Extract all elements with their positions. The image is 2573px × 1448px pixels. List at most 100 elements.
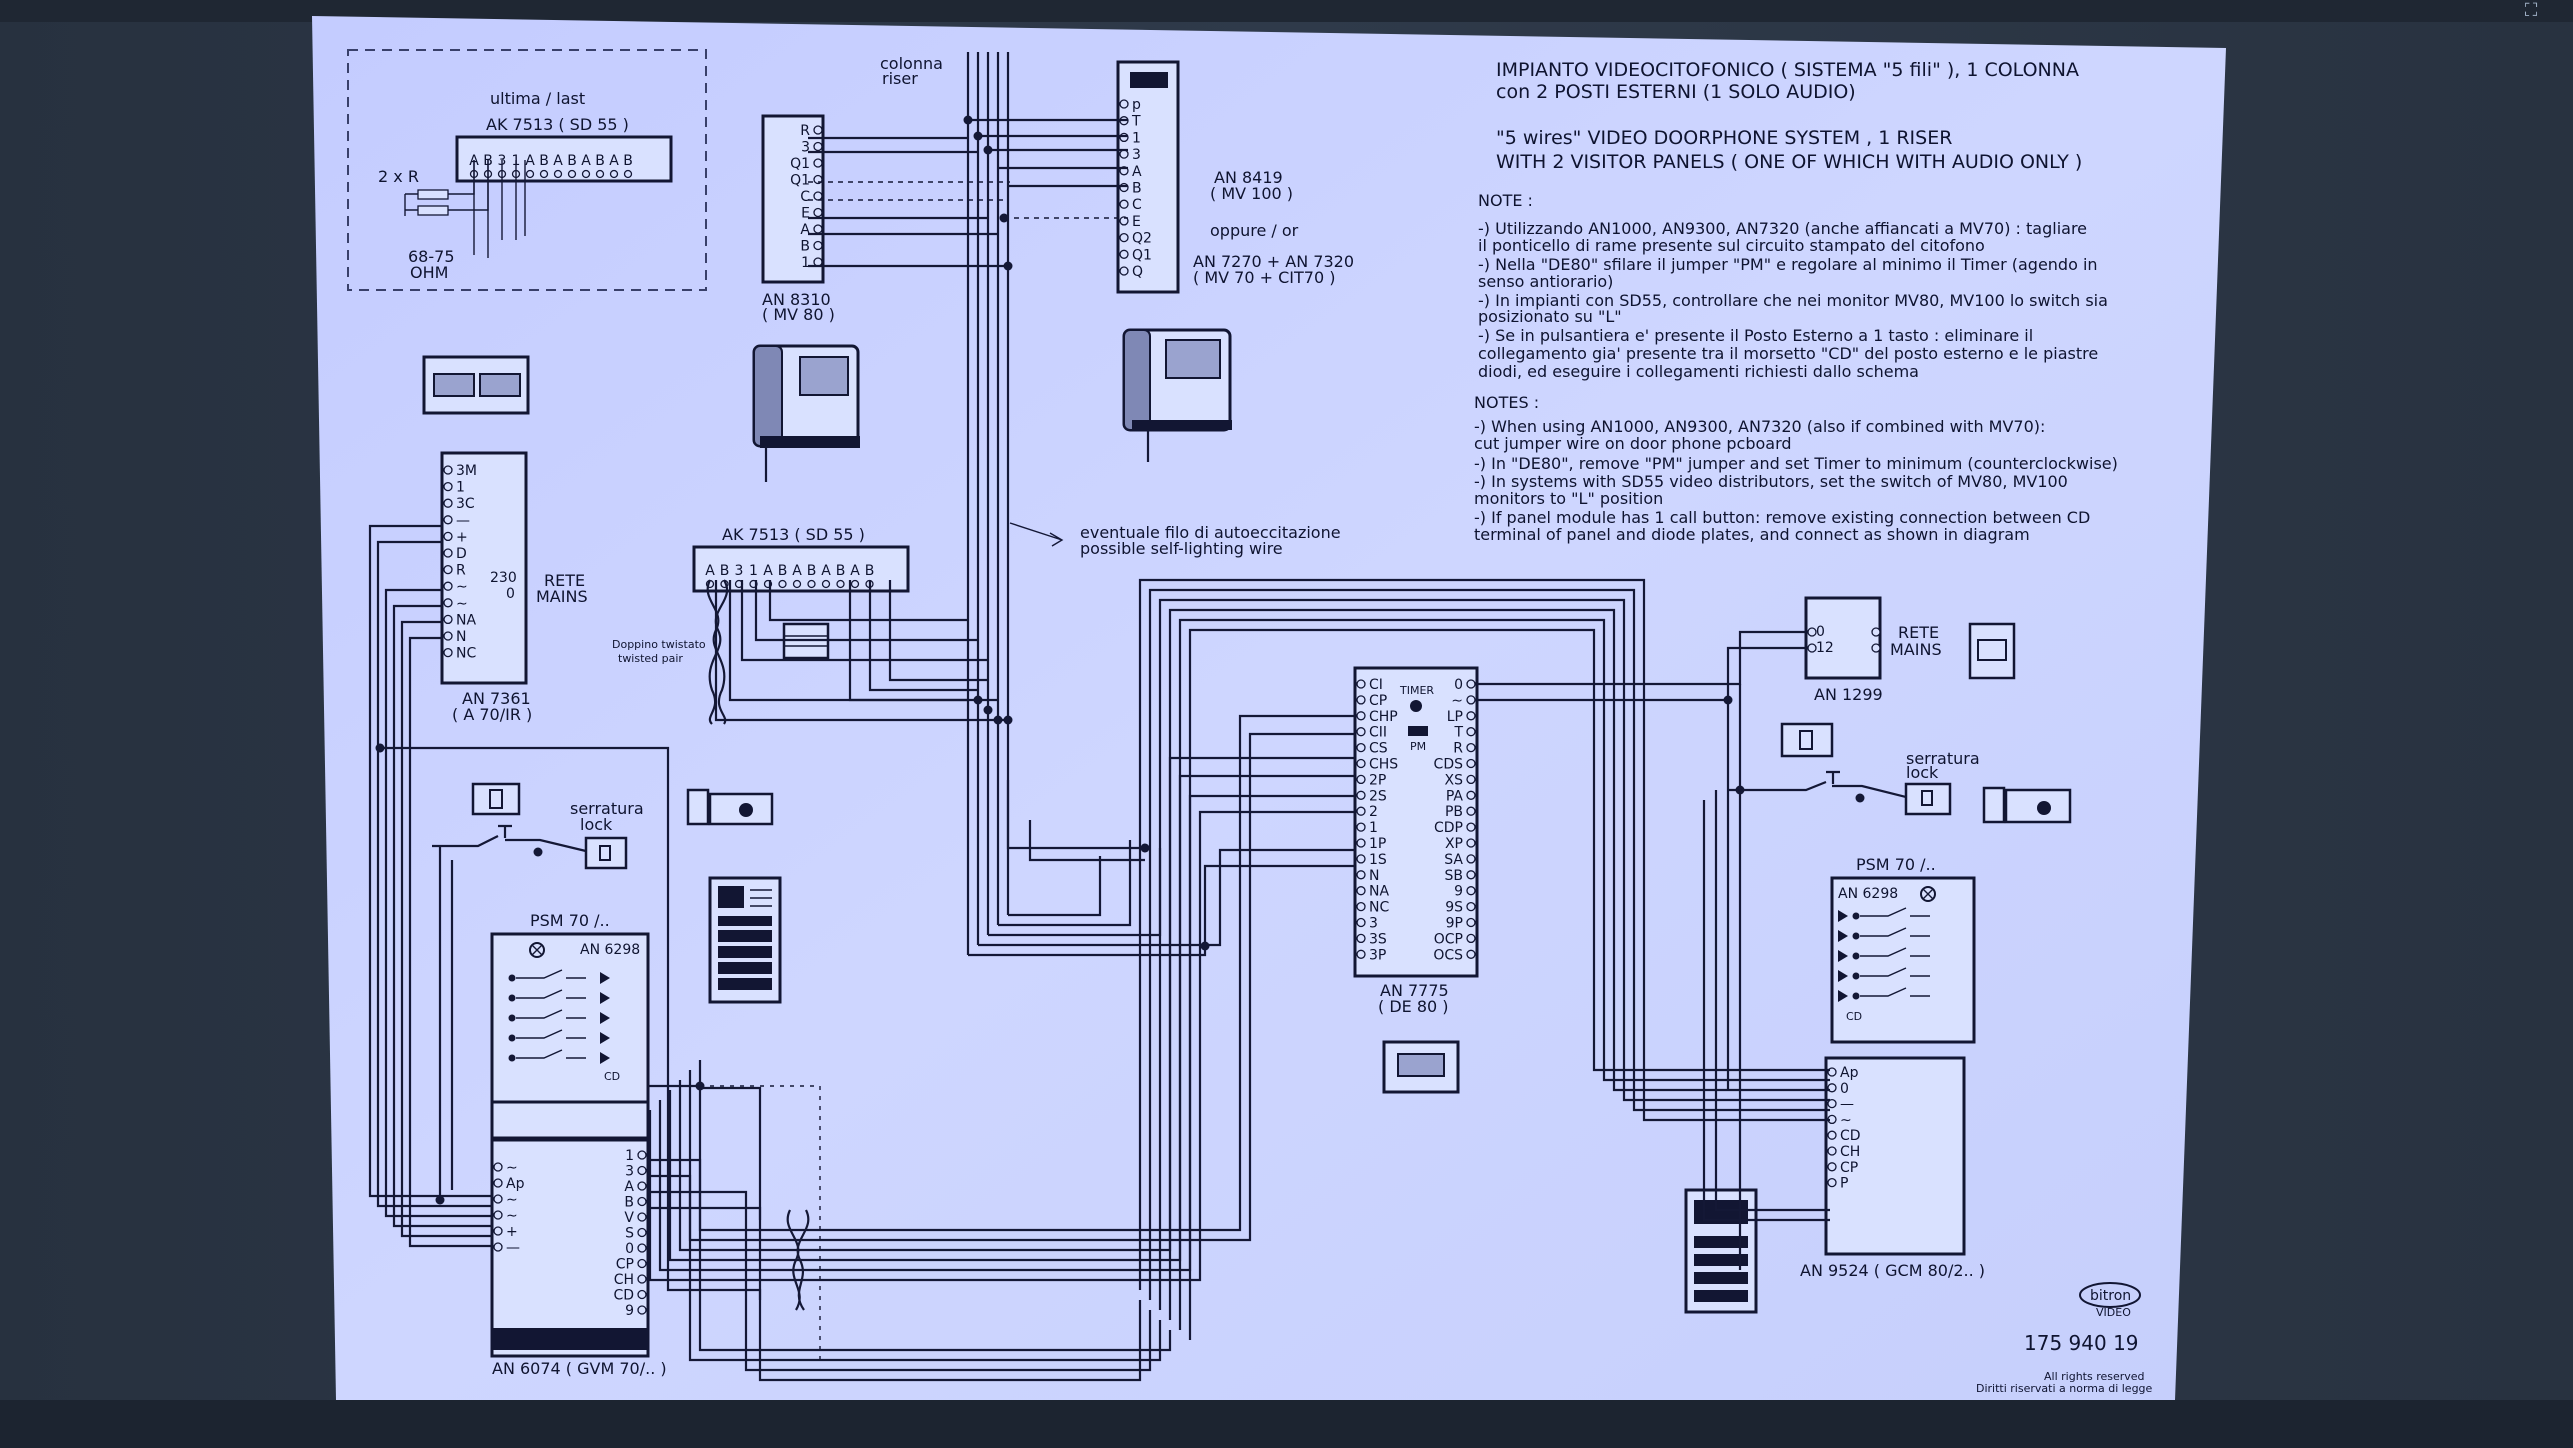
terminal-label: 3 [735, 563, 744, 579]
terminal-label: CD [1840, 1128, 1861, 1144]
mv100-label: ( MV 100 ) [1210, 184, 1293, 203]
terminal-screw [1466, 822, 1476, 832]
terminal-screw [1356, 711, 1366, 721]
terminal-label: NA [1369, 884, 1389, 900]
terminal-label: V [624, 1210, 634, 1226]
terminal-screw [443, 531, 453, 542]
terminal-label: D [456, 546, 467, 562]
ohm-value: 68-75 [408, 247, 455, 266]
note-it-line: -) Utilizzando AN1000, AN9300, AN7320 (a… [1478, 219, 2087, 238]
terminal-screw [493, 1162, 503, 1172]
terminal-screw [443, 647, 453, 658]
riser-it-label: colonna [880, 54, 943, 73]
terminal-label: + [456, 529, 468, 545]
terminal-label: OCS [1433, 947, 1463, 963]
terminal-label: 9S [1445, 900, 1463, 916]
terminal-screw [1466, 727, 1476, 737]
terminal-label: — [456, 513, 470, 529]
terminal-screw [1827, 1130, 1837, 1140]
note-en-line: -) If panel module has 1 call button: re… [1474, 508, 2090, 527]
terminal-label: CDP [1434, 820, 1463, 836]
lock-icon [584, 836, 628, 870]
diode-symbol [1838, 950, 1848, 962]
title-it-line1: IMPIANTO VIDEOCITOFONICO ( SISTEMA "5 fi… [1496, 59, 2079, 81]
terminal-screw [1356, 854, 1366, 864]
terminal-screw [1356, 742, 1366, 753]
an9524-label: AN 9524 ( GCM 80/2.. ) [1800, 1261, 1985, 1280]
terminal-screw [813, 207, 823, 218]
terminal-label: SB [1445, 868, 1464, 884]
button-icon [1780, 722, 1834, 758]
terminal-label: LP [1447, 709, 1463, 725]
terminal-screw [1356, 870, 1366, 880]
note-it-line: -) Se in pulsantiera e' presente il Post… [1478, 326, 2033, 345]
terminal-label: B [807, 563, 817, 579]
terminal-screw [443, 614, 453, 625]
terminal-label: 0 [1454, 677, 1463, 693]
terminal-label: ∼ [506, 1160, 518, 1176]
terminal-screw [567, 169, 577, 179]
terminal-label: A [792, 563, 802, 579]
diode-symbol [1838, 910, 1848, 922]
an7775-block: TIMER PM CICPCHPCIICSCHS2P2S211P1SNNANC3… [1353, 666, 1479, 1016]
twisted-en-label: twisted pair [618, 652, 683, 665]
terminal-screw [1119, 149, 1129, 159]
terminal-label: XS [1445, 772, 1464, 788]
terminal-screw [1356, 774, 1366, 785]
terminal-label: 0 [1840, 1081, 1849, 1097]
terminal-label: 2 [1369, 804, 1378, 820]
terminal-screw [1466, 711, 1476, 721]
terminal-label: 1S [1369, 852, 1387, 868]
terminal-label: B [865, 563, 875, 579]
terminal-screw [1119, 216, 1129, 226]
terminal-label: PB [1445, 804, 1463, 820]
terminal-label: Q [1132, 264, 1143, 280]
terminal-screw [821, 579, 831, 589]
expand-icon[interactable]: ⛶ [2524, 0, 2538, 21]
terminal-label: NC [1369, 900, 1389, 916]
terminal-label: C [800, 189, 810, 205]
terminal-label: Q1 [790, 156, 810, 172]
terminal-screw [493, 1210, 503, 1220]
terminal-screw [1356, 917, 1366, 928]
button-icon [471, 782, 521, 816]
terminal-screw [1356, 679, 1366, 689]
terminal-screw [792, 579, 802, 589]
terminal-screw [1466, 679, 1476, 689]
terminal-label: B [623, 153, 633, 169]
riser-wires [966, 52, 1010, 955]
terminal-screw [493, 1178, 503, 1188]
rete-label: RETE [544, 571, 585, 590]
an8419-label: AN 8419 [1214, 168, 1283, 187]
mains-230: 230 [490, 570, 517, 586]
pm-label: PM [1410, 740, 1426, 753]
terminal-label: Ap [1840, 1065, 1859, 1081]
terminal-screw [443, 481, 453, 492]
drawing-code: 175 940 19 [2024, 1331, 2139, 1355]
terminal-screw [1827, 1146, 1837, 1156]
terminal-label: 2P [1369, 772, 1386, 788]
logo-sub: VIDEO [2096, 1306, 2131, 1319]
terminal-screw [836, 579, 845, 589]
self-lighting-note: eventuale filo di autoeccitazione possib… [1009, 522, 1341, 558]
terminal-label: CI [1369, 677, 1383, 693]
notes-english: NOTES : -) When using AN1000, AN9300, AN… [1474, 393, 2118, 544]
riser-column: colonna riser [880, 52, 1010, 955]
an8310-label: AN 8310 [762, 290, 831, 309]
terminal-label: A [553, 153, 563, 169]
sd55-top-label: AK 7513 ( SD 55 ) [486, 115, 629, 134]
psm-right-switches [1838, 907, 1930, 1002]
terminal-screw [443, 581, 453, 591]
terminal-screw [813, 158, 823, 168]
terminal-label: CHP [1369, 709, 1398, 725]
mains-0: 0 [506, 586, 515, 602]
terminal-label: 3 [1369, 916, 1378, 932]
terminal-screw [1119, 182, 1129, 193]
sd55-mid-label: AK 7513 ( SD 55 ) [722, 525, 865, 544]
terminal-screw [637, 1258, 647, 1269]
an9524-module [1824, 1056, 1966, 1256]
